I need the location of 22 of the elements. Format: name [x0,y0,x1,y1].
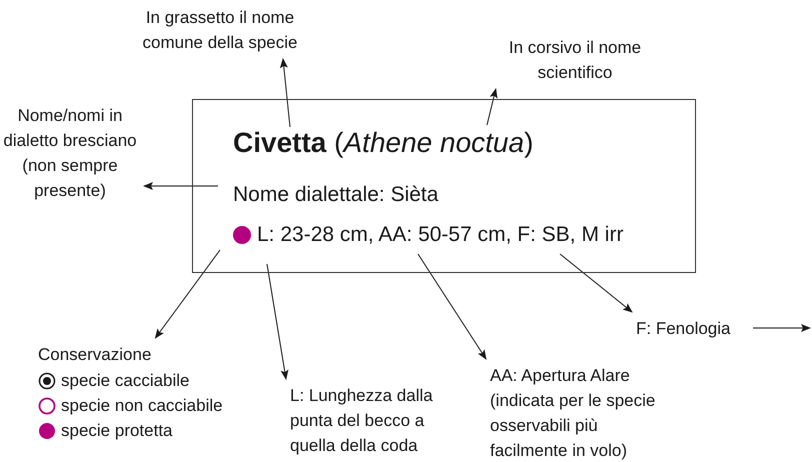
leader-arrow [266,264,288,380]
species-card [192,99,696,273]
legend-label: specie cacciabile [61,370,190,392]
legend-heading: Conservazione [38,342,152,367]
leader-arrow [418,254,487,360]
dialect-name: Nome dialettale: Sièta [233,182,438,208]
leader-arrow [486,88,498,126]
annotation-text: In grassetto il nome comune della specie [130,5,310,55]
legend-label: specie non cacciabile [61,395,223,417]
annotation-text: F: Fenologia [636,316,730,341]
leader-arrow [280,58,290,128]
species-title: Civetta (Athene noctua) [233,126,534,160]
leader-arrow [560,254,633,313]
leader-arrow [143,182,218,190]
leader-arrow [752,324,811,332]
annotation-text: AA: Apertura Alare (indicata per le specie osservabili più facilmente in volo) [490,363,670,462]
legend-label: specie protetta [61,420,173,442]
annotation-text: L: Lunghezza dalla punta del becco a quella della coda [290,383,465,458]
leader-arrow [154,250,220,339]
annotation-text: Nome/nomi in dialetto bresciano (non sempre presente) [0,103,140,203]
measurements-text: L: 23-28 cm, AA: 50-57 cm, F: SB, M irr [257,222,624,248]
annotation-text: In corsivo il nome scientifico [470,35,680,85]
